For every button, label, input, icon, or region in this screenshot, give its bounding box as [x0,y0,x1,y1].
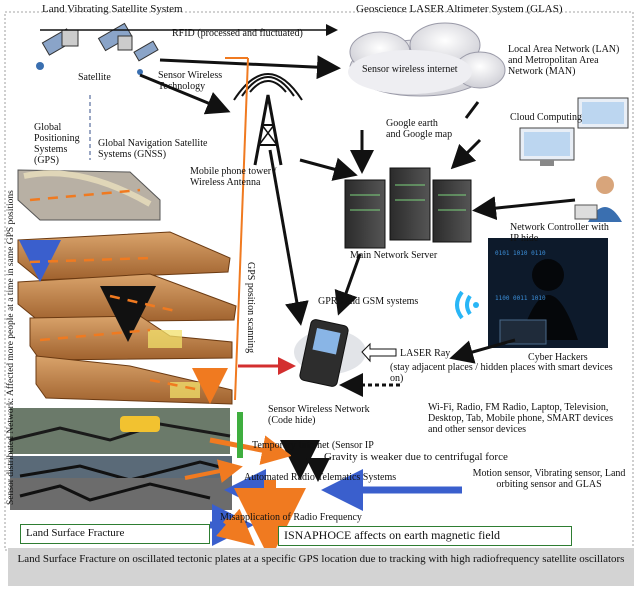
gps-scanning-label: GPS position scanning [245,262,256,354]
stay-adjacent-label: (stay adjacent places / hidden places wi… [390,362,613,384]
cloud-icon [348,22,506,97]
orange-arrows [29,57,306,560]
gps-label: Global Positioning Systems (GPS) [34,122,80,166]
temporary-internet-label: Temporary Internet (Sensor IP [252,440,374,451]
misapplication-label: Misapplication of Radio Frequency [220,512,362,523]
laser-ray-arrow [361,342,397,363]
tectonic-plates-illustration [17,169,237,405]
laser-ray-label: LASER Ray [400,348,451,359]
svg-text:0101 1010 0110: 0101 1010 0110 [495,250,546,257]
gprs-gsm-label: GPRS and GSM systems [318,296,419,307]
sensor-wireless-network-label: Sensor Wireless Network (Code hide) [268,404,370,426]
hacker-icon: 0101 1010 0110 1100 0011 1010 [488,238,608,348]
gravity-label: Gravity is weaker due to centrifugal for… [324,451,508,463]
glas-label: Geoscience LASER Altimeter System (GLAS) [356,3,563,15]
road-crack-photos [9,408,233,510]
automated-radio-label: Automated Radio Telematics Systems [244,472,397,483]
mobile-tower-label: Mobile phone tower / Wireless Antenna [190,166,277,188]
lan-man-label: Local Area Network (LAN) and Metropolita… [508,44,620,77]
land-surface-fracture-box: Land Surface Fracture [20,524,210,544]
isnaphoce-box: ISNAPHOCE affects on earth magnetic fiel… [278,526,572,546]
motion-sensor-label: Motion sensor, Vibrating sensor, Land or… [472,468,626,490]
main-server-label: Main Network Server [350,250,438,261]
svg-text:1100 0011 1010: 1100 0011 1010 [495,295,546,302]
network-controller-label: Network Controller with IP hide [510,222,609,244]
mobile-phone-icon [294,319,366,387]
land-vibrating-label: Land Vibrating Satellite System [42,3,183,15]
green-bar [237,412,243,458]
antenna-tower-icon [233,73,303,166]
computer-icon [519,97,629,166]
cloud-computing-label: Cloud Computing [510,112,582,123]
satellite-label: Satellite [78,72,111,83]
sensor-wireless-technology-label: Sensor Wireless Technology [158,70,223,92]
server-icon [344,167,472,249]
google-label: Google earth and Google map [386,118,453,140]
rfid-label: RFID (processed and fluctuated) [172,28,303,39]
satellite-icon [36,22,159,75]
footer-caption: Land Surface Fracture on oscillated tect… [8,548,634,586]
sensor-wireless-internet-label: Sensor wireless internet [362,64,458,75]
person-icon [574,176,622,222]
gnss-label: Global Navigation Satellite Systems (GNS… [98,138,208,160]
devices-label: Wi-Fi, Radio, FM Radio, Laptop, Televisi… [428,402,613,435]
cyber-hackers-label: Cyber Hackers [528,352,588,363]
vertical-network-label: Sensor distributed Network: Affected mor… [6,190,16,505]
wifi-icon [455,290,479,320]
